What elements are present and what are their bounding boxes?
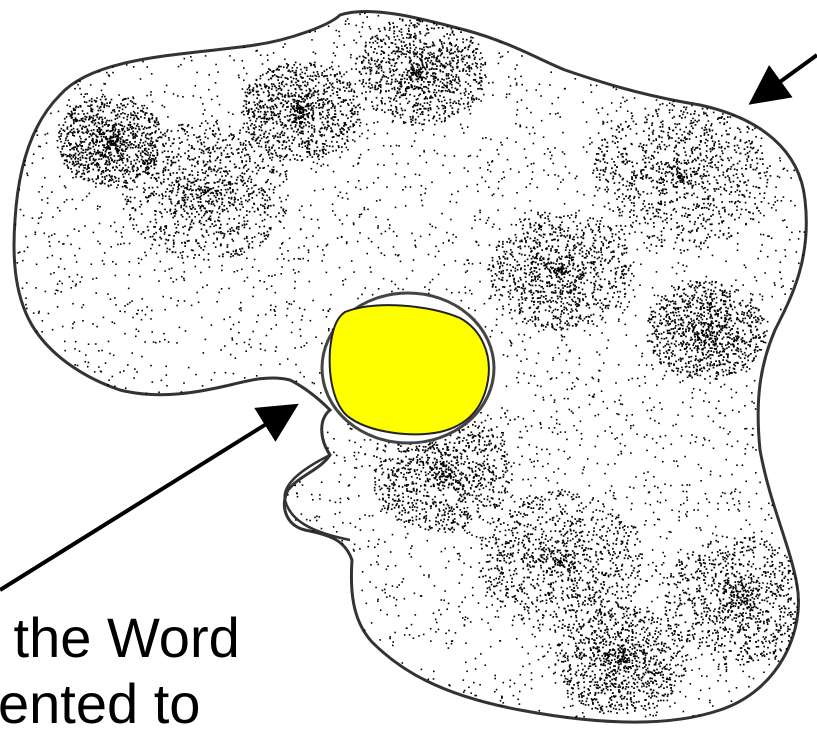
nucleus-icon [330, 305, 489, 434]
caption-line-1: the Word [0, 610, 240, 666]
arrow-icon [0, 408, 292, 590]
arrow-icon [755, 55, 817, 100]
caption-line-2: ented to [0, 676, 200, 730]
